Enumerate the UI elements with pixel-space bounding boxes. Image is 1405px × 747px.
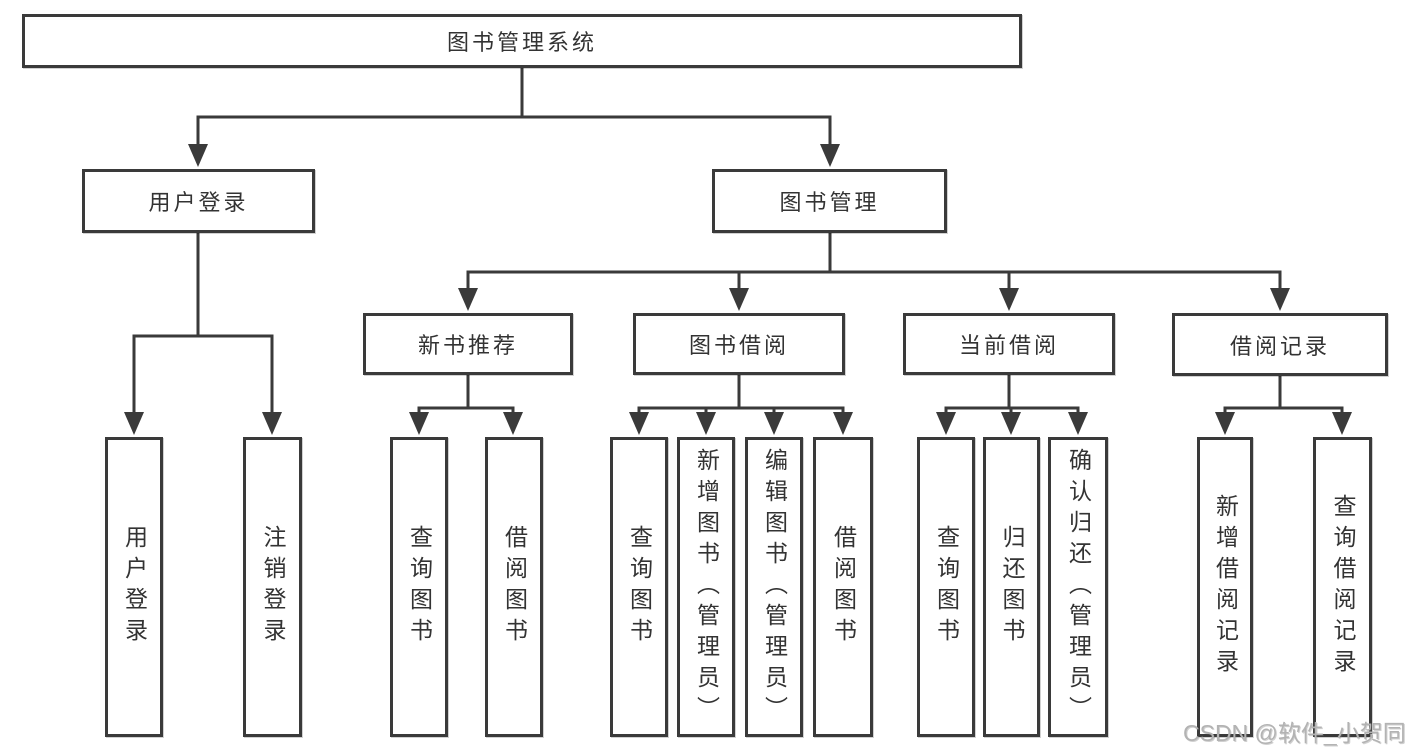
leaf-borrow-books-2: 借阅图书: [813, 437, 873, 737]
leaf-query-books-3: 查询图书: [917, 437, 975, 737]
node-new-books: 新书推荐: [363, 313, 573, 375]
leaf-query-borrow-record: 查询借阅记录: [1313, 437, 1372, 737]
leaf-user-login: 用户登录: [105, 437, 163, 737]
node-borrowing: 图书借阅: [633, 313, 845, 375]
node-root: 图书管理系统: [22, 14, 1022, 68]
leaf-confirm-return-admin: 确认归还（管理员）: [1048, 437, 1108, 737]
node-current-borrowing: 当前借阅: [903, 313, 1115, 375]
leaf-return-books: 归还图书: [983, 437, 1040, 737]
arrowheads: [124, 144, 1352, 435]
leaf-logout: 注销登录: [243, 437, 302, 737]
leaf-borrow-books-1: 借阅图书: [485, 437, 543, 737]
leaf-add-books-admin: 新增图书（管理员）: [677, 437, 735, 737]
leaf-query-books-2: 查询图书: [610, 437, 668, 737]
leaf-edit-books-admin: 编辑图书（管理员）: [745, 437, 803, 737]
node-user-login: 用户登录: [82, 169, 315, 233]
csdn-watermark: CSDN @软件_小贺同学: [1183, 720, 1405, 746]
node-borrow-records: 借阅记录: [1172, 313, 1388, 376]
leaf-add-borrow-record: 新增借阅记录: [1197, 437, 1253, 737]
leaf-query-books-1: 查询图书: [390, 437, 448, 737]
node-book-management: 图书管理: [712, 169, 947, 233]
